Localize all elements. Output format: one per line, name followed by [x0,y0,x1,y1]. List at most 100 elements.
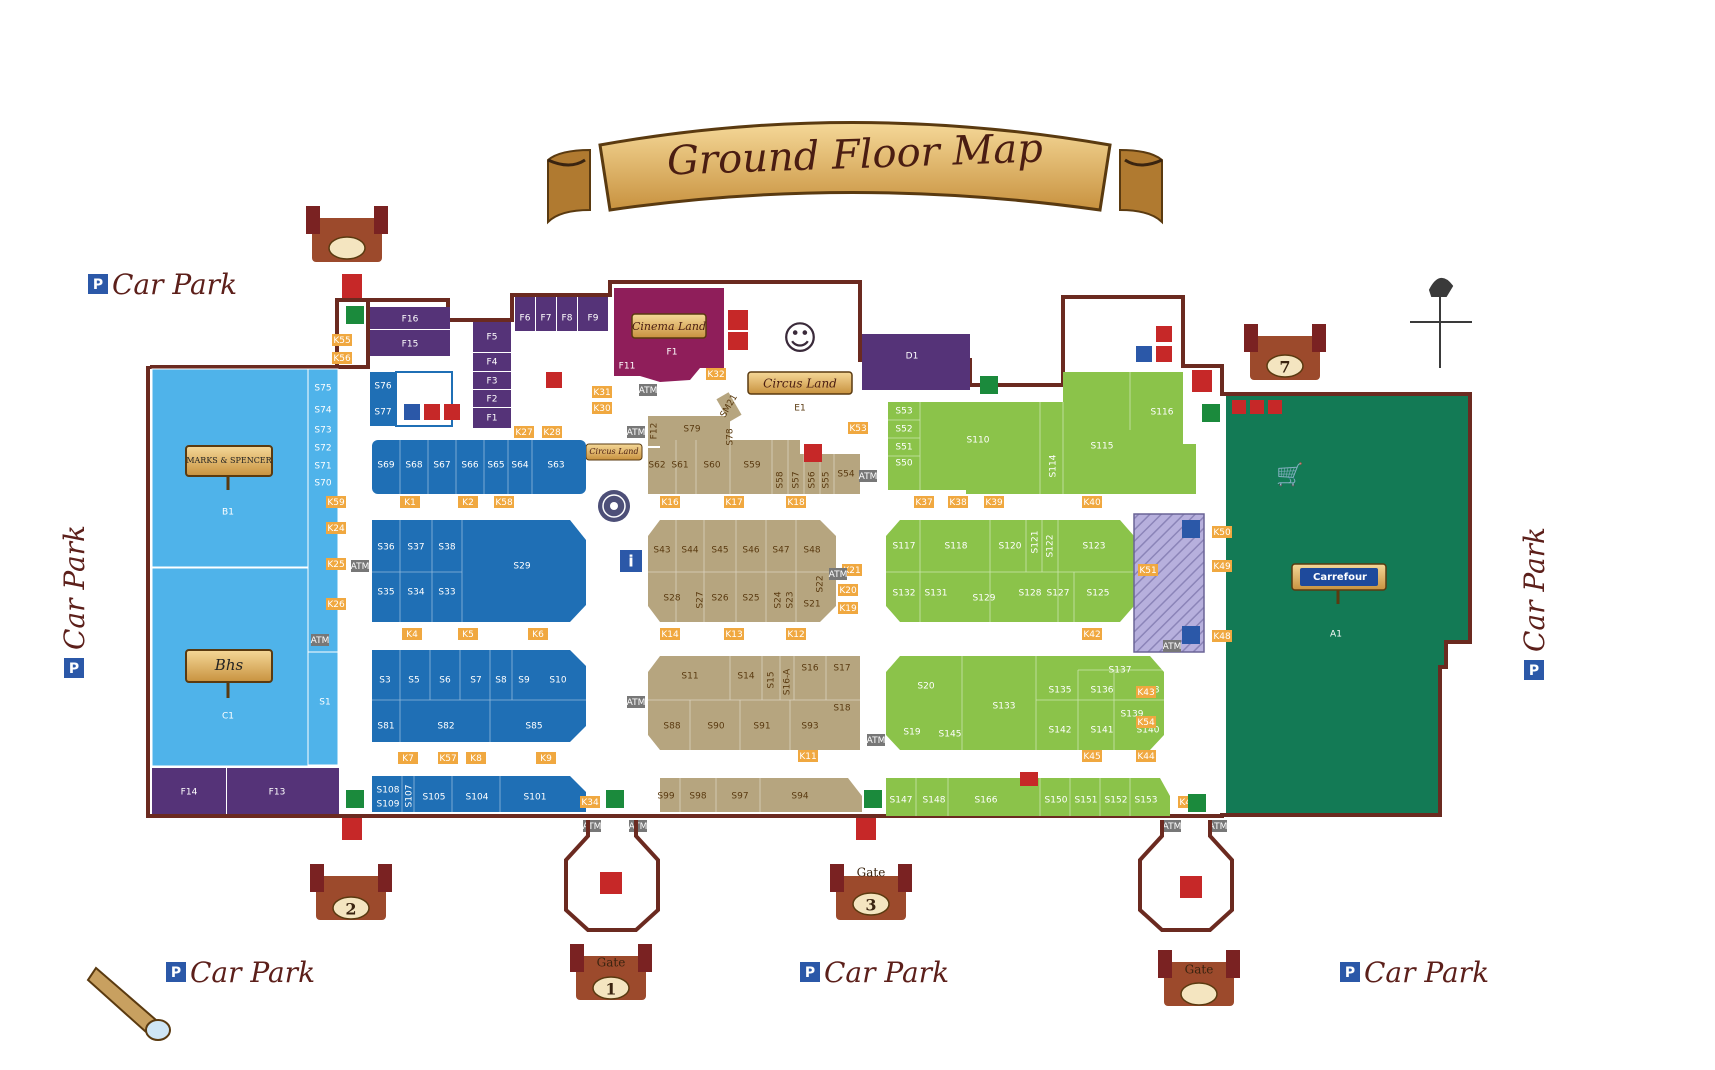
gate-3[interactable]: Gate 3 [830,864,912,920]
gate-number: 1 [605,980,616,999]
atm[interactable]: ATM [859,470,878,482]
kiosk-k58[interactable]: K58 [494,496,514,508]
label-s85: S85 [525,722,542,732]
kiosk-box [724,496,744,508]
kiosk-k2[interactable]: K2 [458,496,478,508]
kiosk-box [402,628,422,640]
kiosk-k24[interactable]: K24 [326,522,346,534]
kiosk-k55[interactable]: K55 [332,334,352,346]
atm[interactable]: ATM [627,696,646,708]
kiosk-k59[interactable]: K59 [326,496,346,508]
kiosk-k4[interactable]: K4 [402,628,422,640]
kiosk-k31[interactable]: K31 [592,386,612,398]
kiosk-k38[interactable]: K38 [948,496,968,508]
atm[interactable]: ATM [351,560,370,572]
unit-a1[interactable] [1226,396,1468,813]
kiosk-k11[interactable]: K11 [798,750,818,762]
kiosk-k48[interactable]: K48 [1212,630,1232,642]
kiosk-k28[interactable]: K28 [542,426,562,438]
info-point[interactable]: i [620,550,642,572]
unit-f11[interactable] [614,356,640,376]
atm[interactable]: ATM [311,634,330,646]
label-s55: S55 [822,471,832,488]
kiosk-k45[interactable]: K45 [1082,750,1102,762]
kiosk-k20[interactable]: K20 [838,584,858,596]
kiosk-k44[interactable]: K44 [1136,750,1156,762]
unit-f7[interactable] [536,297,556,331]
kiosk-k12[interactable]: K12 [786,628,806,640]
kiosk-k39[interactable]: K39 [984,496,1004,508]
atm[interactable]: ATM [867,734,886,746]
gate-east[interactable]: Gate [1158,950,1240,1006]
unit-f3[interactable] [473,372,511,389]
kiosk-k5[interactable]: K5 [458,628,478,640]
entrance-door-icon [600,872,622,894]
unit-f16[interactable] [370,307,450,329]
label-s121: S121 [1031,531,1041,554]
kiosk-k34[interactable]: K34 [580,796,600,808]
kiosk-k43[interactable]: K43 [1136,686,1156,698]
kiosk-k13[interactable]: K13 [724,628,744,640]
kiosk-k54[interactable]: K54 [1136,716,1156,728]
kiosk-label: K57 [439,754,456,764]
car-park-label: Car Park [824,956,949,989]
kiosk-k26[interactable]: K26 [326,598,346,610]
kiosk-k42[interactable]: K42 [1082,628,1102,640]
atm[interactable]: ATM [583,820,602,832]
kiosk-k57[interactable]: K57 [438,752,458,764]
unit-f6[interactable] [515,297,535,331]
kiosk-k6[interactable]: K6 [528,628,548,640]
gate-2[interactable]: 2 [310,864,392,920]
unit-f5[interactable] [473,322,511,352]
kiosk-k40[interactable]: K40 [1082,496,1102,508]
kiosk-k1[interactable]: K1 [400,496,420,508]
gate-nw[interactable] [306,206,388,262]
unit-f9[interactable] [578,297,608,331]
unit-d1[interactable] [862,334,970,390]
entrance-door-icon [342,818,362,840]
label-s51: S51 [895,443,912,453]
label-s81: S81 [377,722,394,732]
kiosk-k49[interactable]: K49 [1212,560,1232,572]
kiosk-k9[interactable]: K9 [536,752,556,764]
kiosk-k51[interactable]: K51 [1138,564,1158,576]
atm[interactable]: ATM [627,426,646,438]
label-s68: S68 [405,461,422,471]
car-park-s: P Car Park [800,956,949,989]
kiosk-k27[interactable]: K27 [514,426,534,438]
kiosk-k32[interactable]: K32 [706,368,726,380]
unit-f8[interactable] [557,297,577,331]
atm[interactable]: ATM [1163,820,1182,832]
gate-1[interactable]: Gate 1 [570,944,652,1000]
label-s122: S122 [1046,535,1056,558]
unit-f15[interactable] [370,330,450,356]
kiosk-k37[interactable]: K37 [914,496,934,508]
unit-f2[interactable] [473,390,511,407]
atm[interactable]: ATM [1163,640,1182,652]
unit-f13[interactable] [227,768,339,814]
kiosk-k16[interactable]: K16 [660,496,680,508]
atm[interactable]: ATM [1209,820,1228,832]
kiosk-k50[interactable]: K50 [1212,526,1232,538]
kiosk-k18[interactable]: K18 [786,496,806,508]
kiosk-k25[interactable]: K25 [326,558,346,570]
kiosk-k53[interactable]: K53 [848,422,868,434]
kiosk-k14[interactable]: K14 [660,628,680,640]
kiosk-box [838,602,858,614]
label-s147: S147 [890,796,913,806]
kiosk-k17[interactable]: K17 [724,496,744,508]
label-s24: S24 [774,591,784,608]
atm[interactable]: ATM [829,568,848,580]
unit-f4[interactable] [473,353,511,371]
kiosk-k19[interactable]: K19 [838,602,858,614]
kiosk-k30[interactable]: K30 [592,402,612,414]
label-s139: S139 [1121,710,1144,720]
kiosk-k7[interactable]: K7 [398,752,418,764]
atm[interactable]: ATM [639,384,658,396]
kiosk-k8[interactable]: K8 [466,752,486,764]
unit-s1[interactable] [307,651,339,766]
unit-f14[interactable] [152,768,226,814]
unit-f1-small[interactable] [473,408,511,428]
kiosk-k56[interactable]: K56 [332,352,352,364]
gate-7[interactable]: 7 [1244,324,1326,380]
